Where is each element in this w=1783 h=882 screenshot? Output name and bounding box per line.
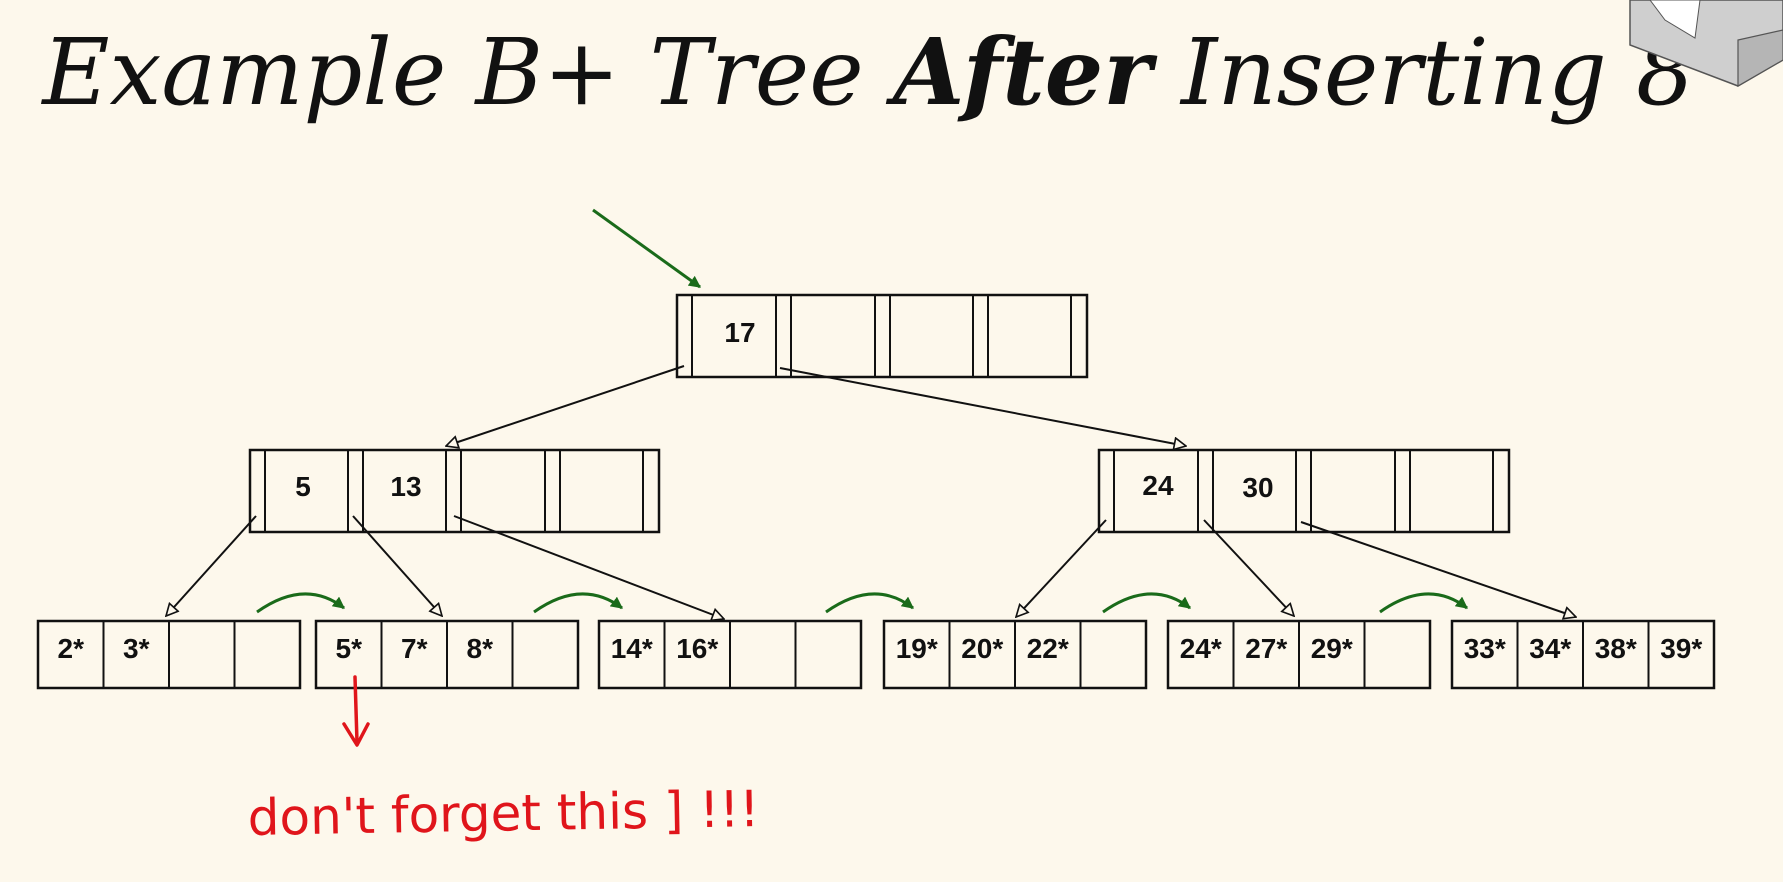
leaf-3-entry-1: 16* — [676, 633, 718, 664]
leaf-4-entry-2: 22* — [1027, 633, 1069, 664]
pointer-to-leaf-5 — [1203, 519, 1294, 616]
leaf-2-entry-1: 7* — [401, 633, 428, 664]
leaf-node-4: 19* 20* 22* — [882, 619, 1148, 690]
corner-cube-decoration — [1629, 0, 1783, 88]
leaf-node-3: 14* 16* — [597, 619, 863, 690]
leaf-6-entry-1: 34* — [1529, 633, 1571, 664]
leaf-node-2: 5* 7* 8* — [314, 619, 580, 690]
sibling-arrow-4 — [1102, 592, 1191, 614]
internal-right-key-1: 30 — [1242, 472, 1273, 503]
leaf-4-entry-1: 20* — [961, 633, 1003, 664]
leaf-5-entry-2: 29* — [1311, 633, 1353, 664]
internal-node-left: 5 13 — [248, 448, 661, 534]
pointer-root-to-right — [779, 367, 1186, 446]
pointer-to-leaf-6 — [1300, 521, 1576, 617]
handwritten-annotation: don't forget this ] !!! — [247, 675, 760, 847]
leaf-6-entry-3: 39* — [1660, 633, 1702, 664]
internal-left-key-0: 5 — [295, 471, 311, 502]
leaf-level: 2* 3* 5* 7* 8* 14* 16* 19* 20* 22* 24* 27* 29* 33* 34*… — [36, 619, 1716, 690]
leaf-1-entry-1: 3* — [123, 633, 150, 664]
slide-title: Example B+ Tree After Inserting 8* — [0, 18, 1783, 126]
internal-left-key-1: 13 — [390, 471, 421, 502]
leaf-3-entry-0: 14* — [611, 633, 653, 664]
pointer-root-to-left — [446, 365, 685, 446]
leaf-6-entry-2: 38* — [1595, 633, 1637, 664]
pointer-to-leaf-1 — [166, 515, 257, 616]
sibling-arrow-1 — [256, 592, 345, 614]
leaf-5-entry-1: 27* — [1245, 633, 1287, 664]
pointer-to-leaf-4 — [1016, 519, 1107, 617]
sibling-pointers — [256, 592, 1468, 614]
leaf-4-entry-0: 19* — [896, 633, 938, 664]
internal-right-key-0: 24 — [1142, 470, 1174, 501]
leaf-node-6: 33* 34* 38* 39* — [1450, 619, 1716, 690]
annotation-down-arrow — [353, 675, 359, 744]
root-node: 17 — [675, 293, 1089, 379]
leaf-2-entry-2: 8* — [467, 633, 494, 664]
leaf-5-entry-0: 24* — [1180, 633, 1222, 664]
title-part-2-bold: After — [892, 18, 1152, 126]
pointer-to-leaf-2 — [352, 515, 442, 616]
leaf-node-1: 2* 3* — [36, 619, 302, 690]
pointer-to-leaf-3 — [453, 515, 724, 619]
root-pointer-arrow — [592, 208, 701, 289]
leaf-node-5: 24* 27* 29* — [1166, 619, 1432, 690]
sibling-arrow-2 — [533, 592, 623, 614]
title-part-1: Example B+ Tree — [42, 19, 893, 126]
annotation-text: don't forget this ] !!! — [247, 780, 760, 847]
leaf-2-entry-0: 5* — [336, 633, 363, 664]
internal-node-right: 24 30 — [1097, 448, 1511, 534]
sibling-arrow-3 — [825, 592, 914, 614]
root-key-0: 17 — [724, 317, 755, 348]
leaf-6-entry-0: 33* — [1464, 633, 1506, 664]
sibling-arrow-5 — [1379, 592, 1468, 614]
leaf-1-entry-0: 2* — [58, 633, 85, 664]
